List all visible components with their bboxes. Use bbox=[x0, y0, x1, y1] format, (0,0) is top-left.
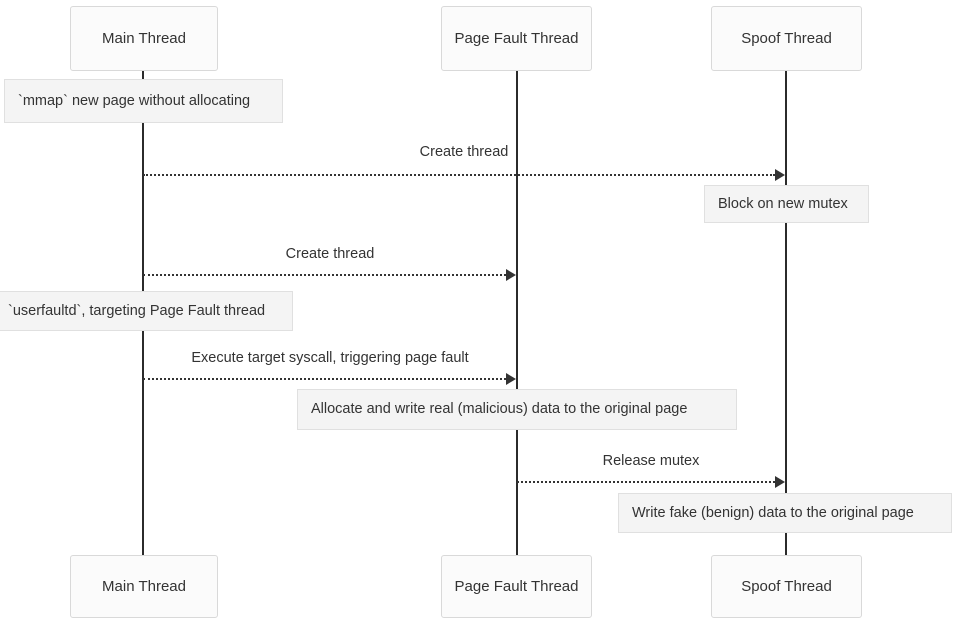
message-label-create-thread-spoof: Create thread bbox=[419, 144, 509, 160]
message-label-execute-target-syscall: Execute target syscall, triggering page … bbox=[191, 350, 469, 366]
message-arrow-release-mutex bbox=[517, 481, 775, 483]
actor-label-spoof-thread-top: Spoof Thread bbox=[741, 30, 832, 47]
note-allocate-label: Allocate and write real (malicious) data… bbox=[311, 401, 688, 418]
note-userfaultd: `userfaultd`, targeting Page Fault threa… bbox=[0, 291, 293, 331]
actor-label-main-thread-top: Main Thread bbox=[102, 30, 186, 47]
actor-box-spoof-thread-top[interactable]: Spoof Thread bbox=[711, 6, 862, 71]
note-mmap-new-page: `mmap` new page without allocating bbox=[4, 79, 283, 123]
note-mmap-label: `mmap` new page without allocating bbox=[18, 92, 251, 109]
actor-box-main-thread-bottom[interactable]: Main Thread bbox=[70, 555, 218, 618]
arrow-head-create-thread-spoof bbox=[775, 169, 785, 181]
note-writefake-label: Write fake (benign) data to the original… bbox=[632, 504, 914, 521]
message-arrow-create-thread-fault bbox=[143, 274, 506, 276]
message-arrow-create-thread-spoof bbox=[143, 174, 775, 176]
message-label-release-mutex: Release mutex bbox=[602, 453, 700, 469]
note-allocate-write-real-data: Allocate and write real (malicious) data… bbox=[297, 389, 737, 430]
actor-box-spoof-thread-bottom[interactable]: Spoof Thread bbox=[711, 555, 862, 618]
note-userfaultd-label: `userfaultd`, targeting Page Fault threa… bbox=[8, 302, 266, 319]
note-block-on-new-mutex: Block on new mutex bbox=[704, 185, 869, 223]
actor-label-page-fault-thread-bottom: Page Fault Thread bbox=[454, 578, 579, 595]
lifeline-page-fault-thread bbox=[516, 71, 518, 555]
arrow-head-release-mutex bbox=[775, 476, 785, 488]
actor-box-main-thread-top[interactable]: Main Thread bbox=[70, 6, 218, 71]
lifeline-spoof-thread bbox=[785, 71, 787, 555]
note-write-fake-data: Write fake (benign) data to the original… bbox=[618, 493, 952, 533]
actor-label-spoof-thread-bottom: Spoof Thread bbox=[741, 578, 832, 595]
actor-label-main-thread-bottom: Main Thread bbox=[102, 578, 186, 595]
arrow-head-execute-target-syscall bbox=[506, 373, 516, 385]
actor-box-page-fault-thread-top[interactable]: Page Fault Thread bbox=[441, 6, 592, 71]
actor-box-page-fault-thread-bottom[interactable]: Page Fault Thread bbox=[441, 555, 592, 618]
message-label-create-thread-fault: Create thread bbox=[285, 246, 375, 262]
message-arrow-execute-target-syscall bbox=[143, 378, 506, 380]
note-block-label: Block on new mutex bbox=[718, 195, 848, 212]
actor-label-page-fault-thread-top: Page Fault Thread bbox=[454, 30, 579, 47]
arrow-head-create-thread-fault bbox=[506, 269, 516, 281]
